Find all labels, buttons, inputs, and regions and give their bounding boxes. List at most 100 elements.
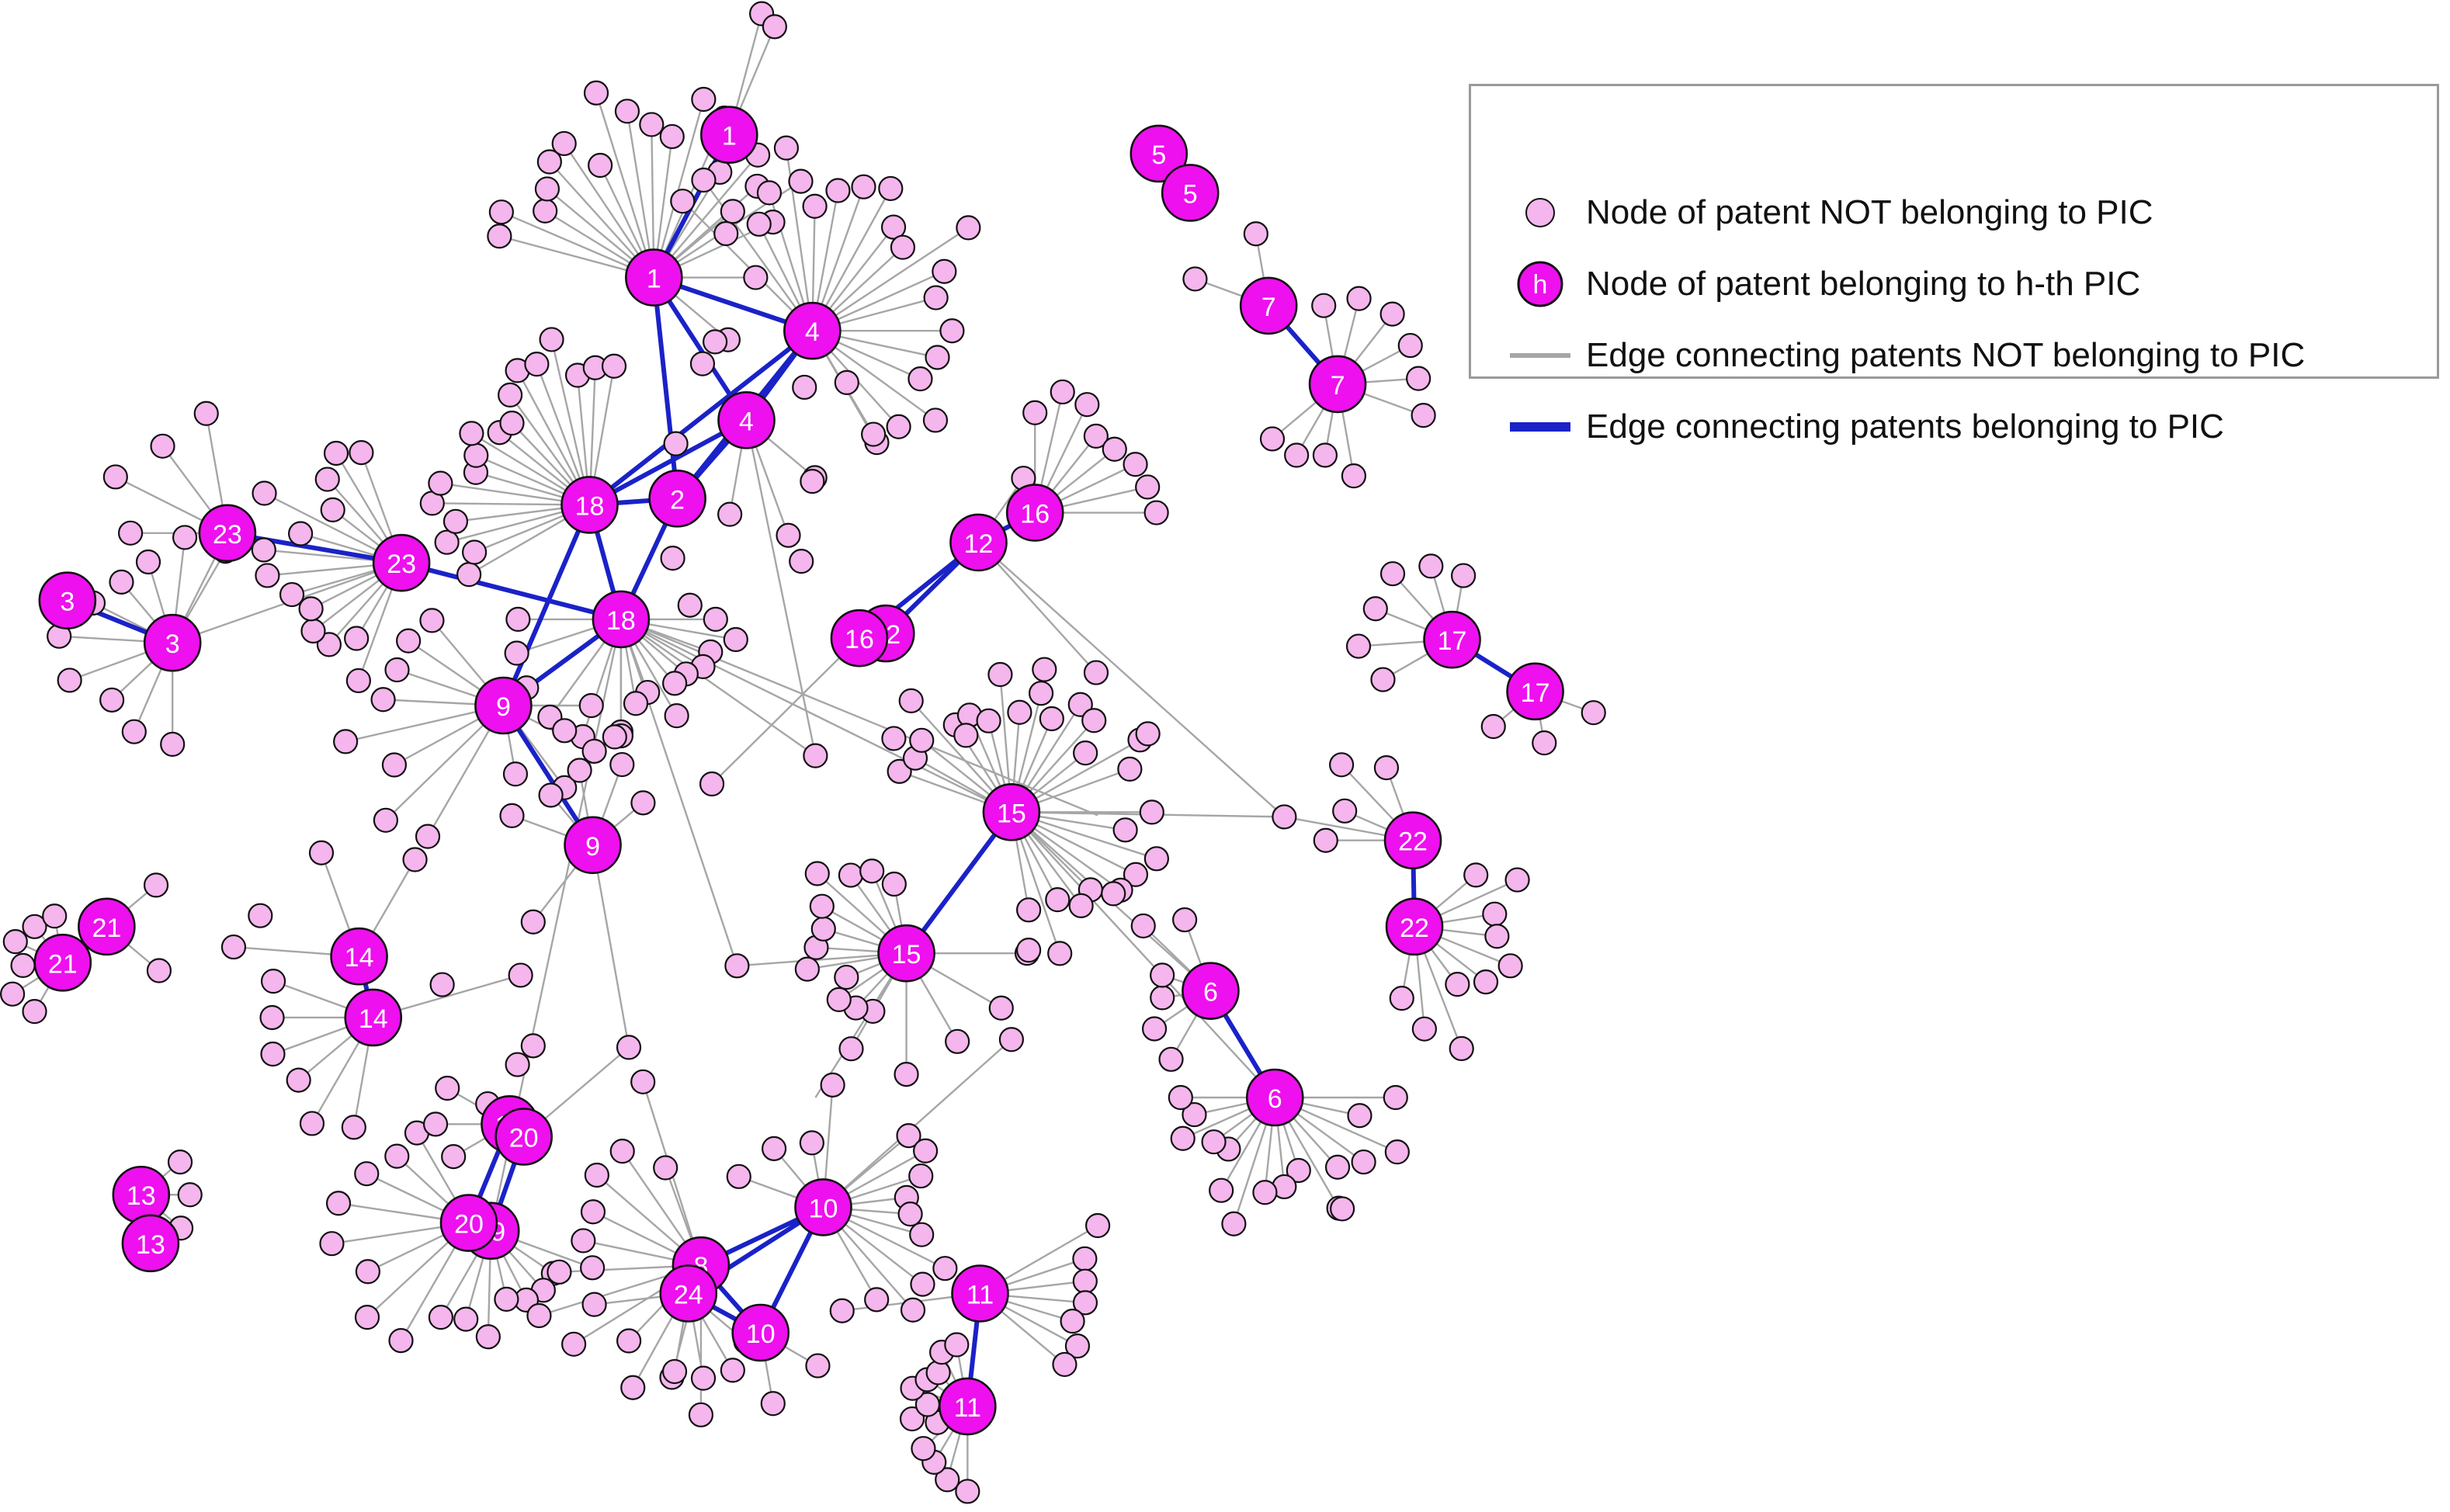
pic-node-circle — [330, 927, 388, 986]
pic-node-label: 23 — [213, 520, 242, 550]
non-pic-node — [1209, 1177, 1234, 1203]
non-pic-node — [614, 99, 640, 124]
non-pic-node — [908, 1163, 934, 1189]
non-pic-node — [508, 962, 533, 988]
non-pic-node — [820, 1072, 845, 1098]
non-pic-node — [800, 469, 825, 494]
pic-node-3: 3 — [38, 571, 97, 629]
non-pic-node — [804, 861, 830, 886]
non-pic-node — [1022, 400, 1048, 425]
pic-node-label: 21 — [48, 949, 78, 979]
non-pic-node — [925, 345, 950, 370]
non-pic-node — [505, 1052, 530, 1077]
non-pic-node — [890, 234, 916, 260]
pic-node-label: 6 — [1203, 978, 1218, 1007]
non-pic-node — [1150, 962, 1175, 988]
non-pic-node — [381, 752, 408, 778]
non-pic-node — [653, 1155, 678, 1181]
pic-node-circle — [982, 783, 1041, 841]
non-pic-node — [286, 1067, 311, 1093]
non-pic-node — [1324, 1154, 1351, 1180]
gray-edge — [977, 542, 1097, 674]
pic-node-circle — [372, 533, 431, 592]
non-pic-node — [1016, 938, 1042, 963]
non-pic-node — [109, 569, 134, 595]
non-pic-node — [220, 934, 247, 960]
gray-edge — [682, 200, 814, 332]
non-pic-node — [536, 149, 562, 175]
non-pic-node — [1311, 293, 1337, 318]
pic-node-label: 2 — [670, 485, 685, 515]
non-pic-node — [463, 442, 489, 468]
pic-node-label: 3 — [165, 629, 180, 659]
non-pic-node — [756, 180, 783, 206]
non-pic-node — [1007, 699, 1032, 725]
non-pic-node — [1072, 1246, 1098, 1271]
pic-node-label: 4 — [805, 317, 820, 347]
non-pic-node — [1083, 660, 1109, 685]
pic-node-3: 3 — [143, 613, 202, 672]
non-pic-node — [907, 366, 933, 392]
non-pic-node — [630, 790, 656, 816]
non-pic-node — [502, 761, 529, 787]
non-pic-node — [911, 1436, 936, 1462]
pic-node-2: 2 — [648, 470, 706, 528]
non-pic-node — [260, 1041, 286, 1067]
legend-item-blue-edge: Edge connecting patents belonging to PIC — [1471, 392, 2437, 462]
pic-node-circle — [344, 988, 403, 1047]
pic-node-circle — [1423, 610, 1481, 669]
pic-node-label: 22 — [1400, 914, 1429, 943]
non-pic-node — [703, 606, 728, 633]
non-pic-node — [1028, 681, 1054, 706]
pic-node-circle — [949, 513, 1008, 572]
legend-label: Edge connecting patents belonging to PIC — [1586, 407, 2224, 446]
blue-edge — [501, 504, 592, 707]
non-pic-node — [323, 440, 349, 466]
non-pic-node — [248, 903, 273, 928]
non-pic-node — [57, 668, 82, 693]
non-pic-node — [859, 858, 885, 884]
non-pic-node — [602, 724, 627, 750]
non-pic-node — [160, 731, 186, 757]
gray-edge — [653, 99, 705, 278]
non-pic-node — [373, 807, 398, 833]
non-pic-node — [1259, 426, 1286, 452]
pic-node-1: 1 — [699, 106, 758, 165]
pic-node-circle — [439, 1194, 498, 1252]
non-pic-node — [1081, 708, 1107, 733]
pic-node-13: 13 — [121, 1214, 180, 1273]
non-pic-node — [690, 1365, 717, 1391]
non-pic-node — [1170, 1125, 1196, 1151]
non-pic-node — [720, 199, 745, 224]
non-pic-node — [773, 135, 800, 161]
pic-node-label: 24 — [674, 1281, 703, 1310]
legend-pic-node-symbol: h — [1517, 261, 1563, 307]
pic-node-label: 15 — [997, 799, 1026, 828]
non-pic-node — [1158, 1046, 1184, 1072]
non-pic-node — [805, 1353, 831, 1378]
non-pic-node — [912, 1138, 939, 1163]
non-pic-node — [135, 549, 161, 575]
legend-blue-edge-symbol — [1510, 422, 1570, 432]
non-pic-node — [538, 782, 564, 808]
non-pic-node — [580, 1199, 606, 1225]
non-pic-node — [22, 999, 47, 1025]
pic-node-label: 23 — [387, 550, 416, 579]
pic-node-circle — [717, 391, 776, 449]
non-pic-node — [659, 123, 685, 150]
non-pic-node — [1064, 1333, 1091, 1359]
non-pic-node — [498, 382, 523, 407]
non-pic-node — [1067, 692, 1093, 717]
pic-node-label: 1 — [647, 265, 661, 294]
non-pic-node — [1047, 941, 1073, 966]
non-pic-node — [864, 1287, 890, 1313]
non-pic-node — [581, 738, 607, 764]
non-pic-node — [896, 1122, 921, 1149]
non-pic-node — [434, 529, 460, 555]
pic-node-17: 17 — [1423, 610, 1481, 669]
non-pic-node — [1074, 392, 1100, 418]
non-pic-node — [1379, 561, 1406, 587]
gray-edge — [703, 179, 814, 331]
non-pic-node — [623, 691, 649, 716]
non-pic-node — [402, 847, 428, 872]
